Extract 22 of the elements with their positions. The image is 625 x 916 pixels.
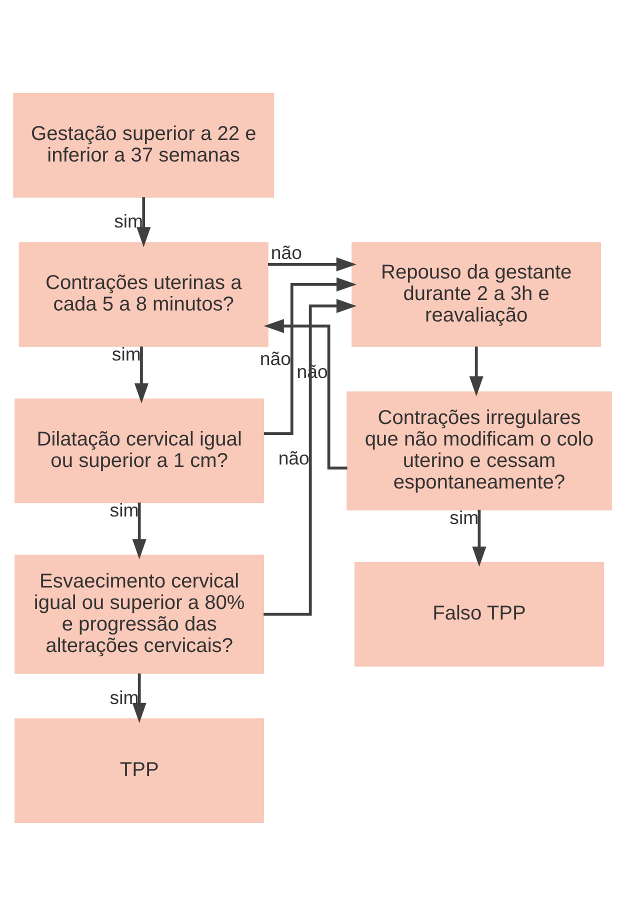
edge-label: sim [110,686,139,708]
node-box: Falso TPP [354,562,604,667]
edge-label: sim [114,210,144,232]
edge-label: não [260,348,291,369]
arrow [268,257,356,272]
node-box: Esvaecimento cervical igual ou superior a 80% e progressão das alterações cervicais? [14,554,264,674]
arrow [264,298,357,616]
arrow [472,510,486,567]
node-box: Contrações uterinas a cada 5 a 8 minutos? [18,242,268,347]
edge-label: não [270,242,302,264]
arrow [134,346,149,404]
node-box: Contrações irregulares que não modificam o colo uterino e cessam espontaneamente? [346,391,612,510]
node-box: Dilatação cervical igual ou superior a 1 cm? [14,398,264,504]
arrow [469,346,484,396]
arrow [136,197,151,248]
arrow [264,277,357,436]
node-box: Repouso da gestante durante 2 a 3h e reavaliação [352,242,602,347]
edge-label: não [278,448,310,469]
arrow [132,502,146,560]
node-box: TPP [14,718,264,823]
node-box: Gestação superior a 22 e inferior a 37 semanas [13,93,274,198]
arrow [132,673,146,723]
